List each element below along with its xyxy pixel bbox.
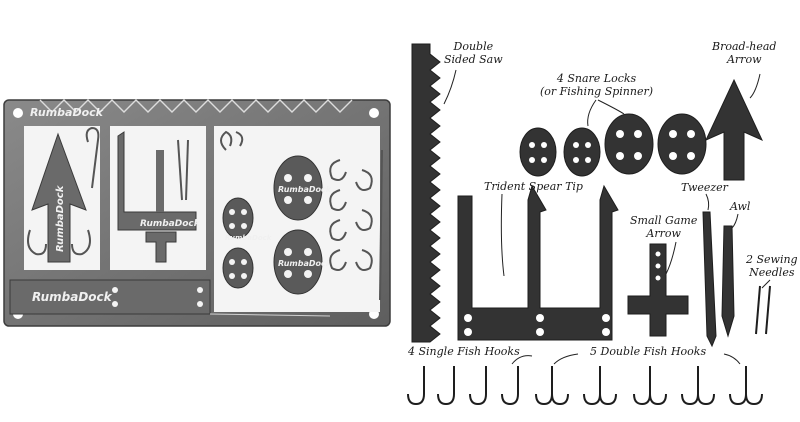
- awl-part: [721, 225, 735, 338]
- card-brand-vertical: RumbaDock: [55, 184, 66, 252]
- survival-card: RumbaDock RumbaDock RumbaDock: [3, 99, 391, 327]
- small-game-arrow-part: [627, 243, 689, 337]
- card-brand-center: RumbaDock: [140, 219, 201, 229]
- label-sewing-needles: 2 Sewing Needles: [746, 253, 798, 279]
- label-leader-lines: [443, 69, 771, 365]
- card-brand-lock-3: RumbaDock: [278, 259, 332, 268]
- label-small-game-arrow: Small Game Arrow: [630, 214, 698, 240]
- card-brand-lock-2: RumbaDock: [278, 185, 332, 194]
- tweezer-part: [702, 211, 717, 348]
- label-trident-spear-tip: Trident Spear Tip: [484, 180, 583, 193]
- snare-lock-parts: [519, 113, 707, 177]
- label-broad-head-arrow: Broad-head Arrow: [712, 40, 777, 66]
- sewing-needle-parts: [755, 285, 771, 335]
- card-brand-top: RumbaDock: [30, 106, 104, 119]
- separated-parts: [407, 43, 771, 406]
- label-double-sided-saw: Double Sided Saw: [444, 40, 503, 66]
- label-awl: Awl: [730, 200, 751, 213]
- label-tweezer: Tweezer: [681, 181, 728, 194]
- broad-head-arrow-part: [704, 78, 764, 181]
- fish-hooks-row: [407, 366, 763, 406]
- label-snare-locks: 4 Snare Locks (or Fishing Spinner): [540, 72, 654, 98]
- label-single-fish-hooks: 4 Single Fish Hooks: [408, 345, 520, 358]
- saw-part: [411, 43, 441, 343]
- card-brand-bottom: RumbaDock: [32, 290, 113, 304]
- card-brand-lock-1: RumbaDock: [225, 234, 273, 242]
- trident-part: [457, 184, 619, 341]
- label-double-fish-hooks: 5 Double Fish Hooks: [590, 345, 707, 358]
